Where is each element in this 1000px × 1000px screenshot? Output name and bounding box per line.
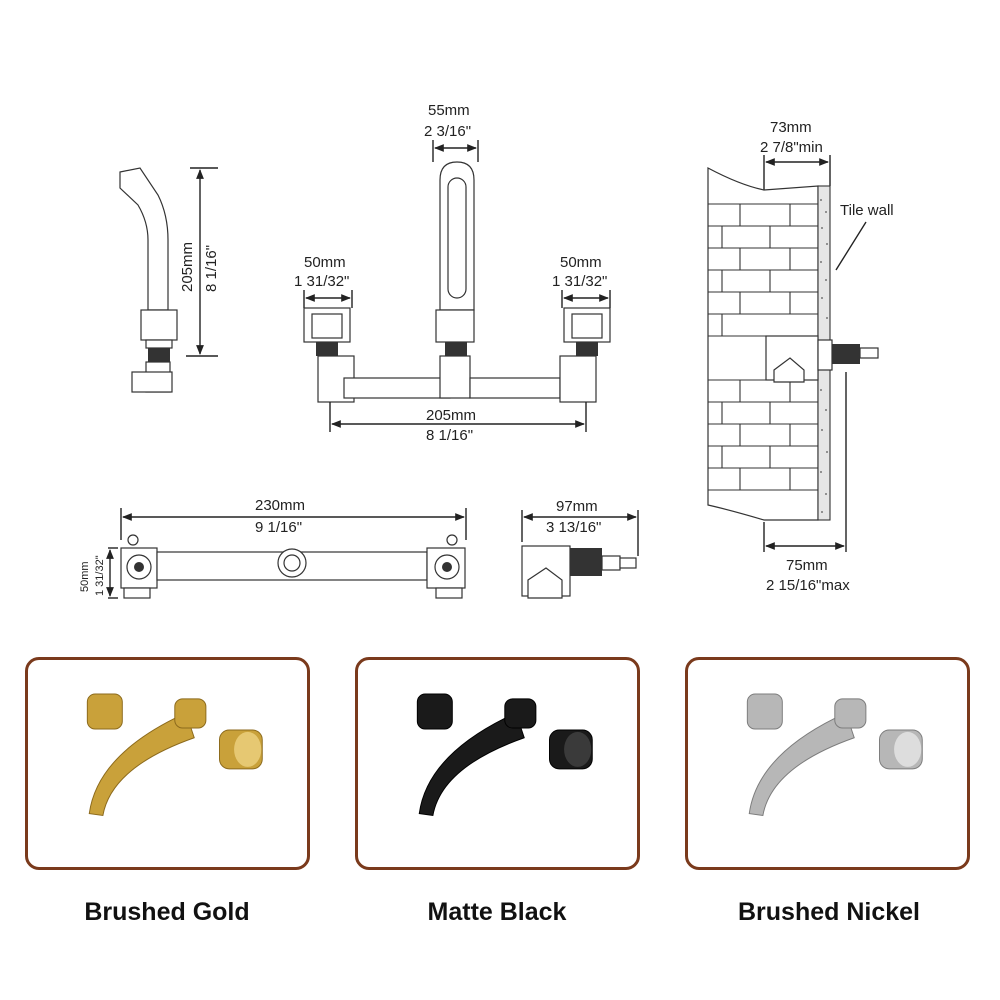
spout-width-mm: 55mm [428, 102, 470, 119]
wall-min-in: 2 7/8"min [760, 139, 823, 156]
valve-height-mm: 50mm [79, 561, 91, 592]
valve-depth-mm: 97mm [556, 498, 598, 515]
spread-in: 8 1/16" [426, 427, 473, 444]
left-handle-mm: 50mm [304, 254, 346, 271]
wall-max-in: 2 15/16"max [766, 577, 850, 594]
right-handle-mm: 50mm [560, 254, 602, 271]
finish-label-brushed-gold: Brushed Gold [84, 898, 250, 926]
finish-label-brushed-nickel: Brushed Nickel [737, 898, 920, 926]
faucet-image-matte-black [416, 693, 593, 817]
valve-length-in: 9 1/16" [255, 519, 302, 536]
dimension-drawing: 205mm 8 1/16" 55mm 2 3/16" 50mm 1 31/32"… [79, 102, 894, 599]
finish-card-brushed-gold [25, 657, 310, 870]
faucet-image-brushed-nickel [746, 693, 923, 817]
valve-height-in: 1 31/32" [94, 555, 106, 596]
spout-width-in: 2 3/16" [424, 123, 471, 140]
faucet-image-brushed-gold [86, 693, 263, 817]
side-height-mm: 205mm [179, 242, 196, 292]
rough-in-valve: 230mm 9 1/16" 50mm 1 31/32" [79, 497, 467, 599]
wall-installation: 73mm 2 7/8"min [707, 119, 894, 594]
right-handle-in: 1 31/32" [552, 273, 607, 290]
left-handle-in: 1 31/32" [294, 273, 349, 290]
finish-card-matte-black [355, 657, 640, 870]
wall-max-mm: 75mm [786, 557, 828, 574]
finish-card-brushed-nickel [685, 657, 970, 870]
wall-min-mm: 73mm [770, 119, 812, 136]
valve-side-view: 97mm 3 13/16" [521, 498, 639, 599]
finish-label-matte-black: Matte Black [427, 898, 567, 926]
front-view-assembly: 55mm 2 3/16" 50mm 1 31/32" 50mm 1 31/32" [294, 102, 611, 444]
side-view-spout: 205mm 8 1/16" [119, 167, 220, 393]
spread-mm: 205mm [426, 407, 476, 424]
tile-wall-label: Tile wall [840, 202, 894, 219]
side-height-in: 8 1/16" [203, 245, 220, 292]
valve-length-mm: 230mm [255, 497, 305, 514]
valve-depth-in: 3 13/16" [546, 519, 601, 536]
